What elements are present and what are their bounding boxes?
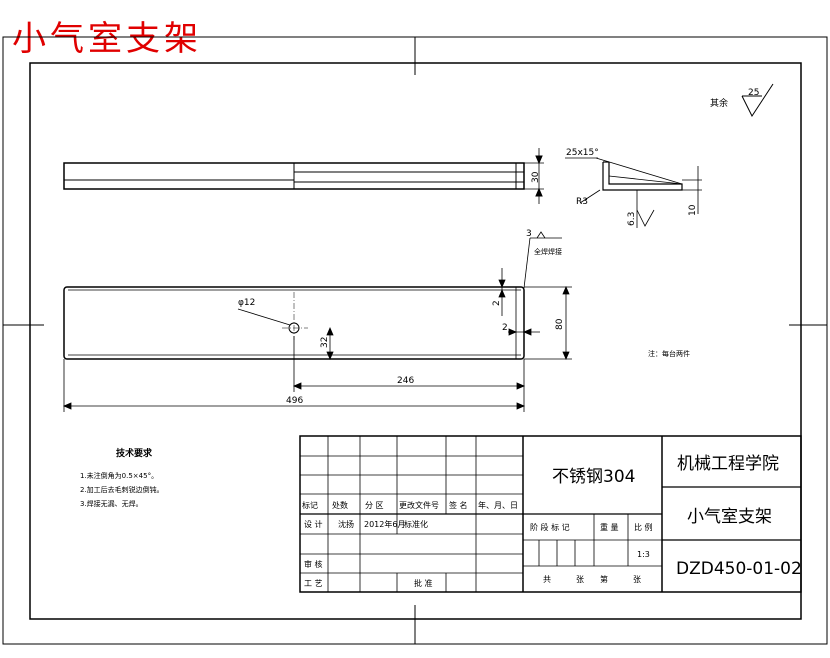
dim-2-side: 2 (502, 323, 508, 333)
header-title: 小气室支架 (12, 19, 202, 59)
centering-marks (3, 37, 827, 644)
tech-item: 2.加工后去毛刺锐边倒钝。 (80, 485, 164, 494)
dim-30: 30 (531, 171, 541, 183)
dim-80-lines (524, 285, 572, 361)
side-section (565, 157, 702, 228)
roughness-symbol (741, 83, 774, 118)
label-count: 处数 (332, 500, 348, 510)
dim-32-lines (326, 326, 334, 361)
surface-label: 其余 (710, 97, 728, 109)
label-weight: 重 量 (600, 522, 619, 532)
dim-246: 246 (397, 376, 414, 386)
dim-246-lines (292, 336, 526, 412)
note-right: 注：每台两件 (648, 349, 690, 358)
label-standard: 标准化 (404, 519, 428, 529)
dim-2-top: 2 (492, 300, 502, 306)
label-total: 共 (543, 575, 551, 584)
title-block (299, 435, 802, 593)
surface-value: 25 (748, 88, 759, 98)
inner-border (29, 62, 802, 620)
radius-label: R3 (576, 197, 588, 207)
weld-symbol: 3 (526, 229, 532, 239)
part-name-cell: 小气室支架 (687, 507, 772, 527)
surface-roughness: 其余 25 (710, 83, 774, 118)
dim-496: 496 (286, 396, 303, 406)
chamfer-label: 25x15° (566, 148, 599, 158)
label-zone: 分 区 (365, 501, 384, 510)
dim-32: 32 (320, 337, 330, 348)
weld-size-label: 6.3 (627, 212, 637, 226)
label-stage: 阶 段 标 记 (530, 522, 570, 532)
tech-title: 技术要求 (116, 447, 153, 459)
outer-frame (2, 36, 828, 645)
weld-callout (523, 231, 562, 289)
dim-2-top-lines (498, 268, 506, 316)
school-cell: 机械工程学院 (677, 454, 779, 474)
hole-diameter: φ12 (238, 298, 255, 308)
label-sheet-no: 第 (600, 574, 608, 584)
drawing-no-cell: DZD450-01-02 (676, 559, 802, 579)
label-review: 审 核 (304, 559, 323, 569)
label-change-doc: 更改文件号 (399, 500, 439, 510)
design-date: 2012年6月 (364, 519, 405, 529)
label-sheets: 张 (576, 575, 584, 584)
label-approve: 批 准 (414, 578, 433, 588)
dim-496-lines (62, 359, 526, 412)
label-signature: 签 名 (449, 500, 468, 510)
tech-item: 3.焊接无漏、无焊。 (80, 499, 143, 508)
dim-2-side-lines (508, 328, 540, 336)
tech-requirements: 技术要求 1.未注倒角为0.5×45°。 2.加工后去毛刺锐边倒钝。 3.焊接无… (80, 447, 164, 508)
label-sheet: 张 (633, 575, 641, 584)
label-date: 年、月、日 (478, 500, 518, 510)
label-mark: 标记 (302, 500, 318, 510)
dim-80: 80 (555, 318, 565, 330)
tech-item: 1.未注倒角为0.5×45°。 (80, 471, 158, 480)
label-scale: 比 例 (634, 522, 653, 532)
label-process: 工 艺 (304, 579, 323, 588)
weld-note: 全焊焊接 (534, 247, 562, 256)
label-design: 设 计 (304, 519, 323, 529)
scale-value: 1:3 (637, 550, 650, 559)
top-view (63, 148, 544, 204)
dim-10: 10 (688, 204, 698, 216)
material-cell: 不锈钢304 (552, 467, 635, 487)
designer-name: 沈扬 (338, 519, 354, 529)
